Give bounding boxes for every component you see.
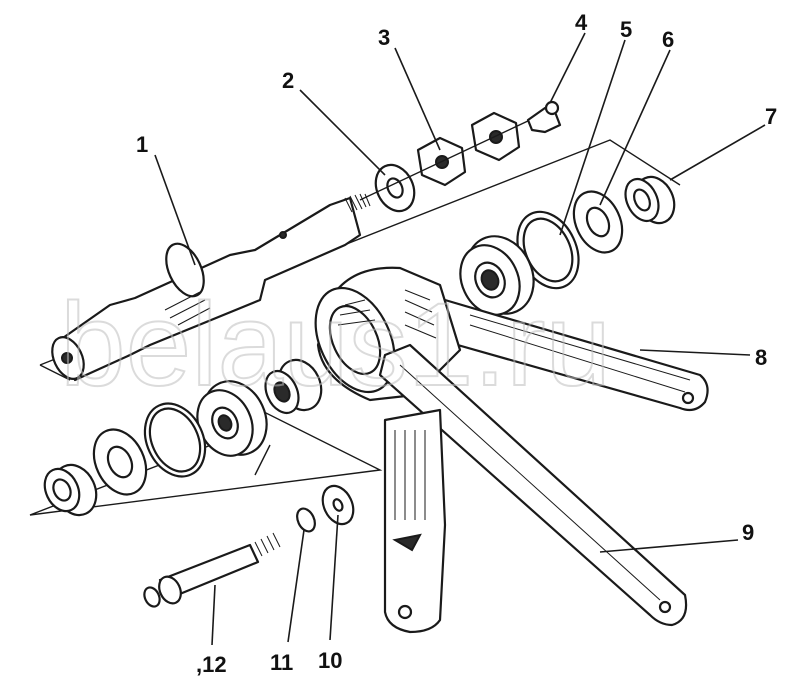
callout-10: 10 bbox=[318, 648, 342, 673]
bearing-right bbox=[459, 235, 535, 316]
callout-12: ,12 bbox=[196, 652, 227, 677]
watermark-text: belaus1.ru bbox=[60, 279, 611, 411]
vertical-arm bbox=[383, 408, 447, 634]
callout-4: 4 bbox=[575, 10, 588, 35]
bushing-part-7 bbox=[624, 175, 676, 225]
bushing-left bbox=[264, 358, 323, 415]
lever-arm-part-8 bbox=[438, 298, 709, 412]
washer-part-2 bbox=[374, 163, 416, 213]
lock-washer-part-11 bbox=[296, 507, 316, 533]
nuts-part-3 bbox=[359, 111, 531, 201]
bolt-part-12 bbox=[143, 532, 281, 608]
washer-left bbox=[92, 428, 148, 496]
callout-8: 8 bbox=[755, 345, 767, 370]
shaft-part-1 bbox=[51, 193, 371, 382]
callout-7: 7 bbox=[765, 104, 777, 129]
washer-part-6 bbox=[572, 190, 624, 254]
callout-3: 3 bbox=[378, 25, 390, 50]
leader-lines bbox=[154, 32, 766, 646]
callout-labels: 1 2 3 4 5 6 7 8 9 10 11 ,12 bbox=[136, 10, 777, 677]
callout-2: 2 bbox=[282, 68, 294, 93]
callout-9: 9 bbox=[742, 520, 754, 545]
grease-fitting-part-4 bbox=[526, 100, 562, 134]
snap-ring-left bbox=[143, 402, 207, 478]
bearing-left bbox=[196, 380, 268, 457]
flat-washer-part-10 bbox=[321, 484, 355, 526]
callout-1: 1 bbox=[136, 132, 148, 157]
bushing-far-left bbox=[43, 463, 98, 517]
callout-6: 6 bbox=[662, 27, 674, 52]
long-arm-part-9 bbox=[378, 343, 688, 627]
callout-5: 5 bbox=[620, 17, 632, 42]
callout-11: 11 bbox=[270, 650, 293, 675]
